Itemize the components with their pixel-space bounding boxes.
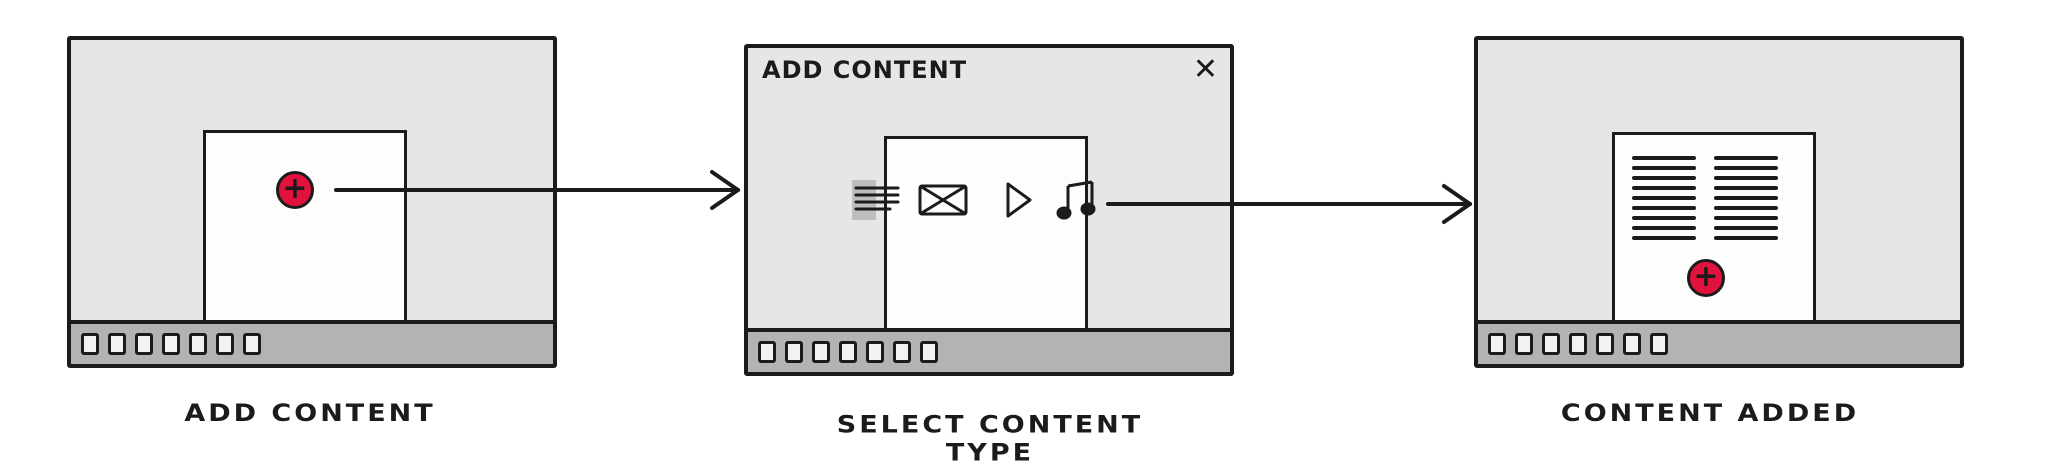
dock-slot[interactable] (866, 341, 884, 363)
dock-slot[interactable] (839, 341, 857, 363)
dock-bar (748, 328, 1230, 372)
close-icon[interactable]: ✕ (1192, 52, 1218, 87)
video-play-icon[interactable] (1006, 182, 1032, 218)
dock-slot[interactable] (758, 341, 776, 363)
screen-select-content-type: ADD CONTENT ✕ (744, 44, 1234, 376)
content-card (884, 136, 1088, 330)
dock-bar (1478, 320, 1960, 364)
dock-slot[interactable] (1488, 333, 1506, 355)
added-text-block (1632, 156, 1696, 240)
plus-circle-icon: + (282, 171, 308, 206)
dock-slot[interactable] (812, 341, 830, 363)
music-note-icon[interactable] (1056, 180, 1096, 220)
dock-slot[interactable] (189, 333, 207, 355)
dock-slot[interactable] (1569, 333, 1587, 355)
dock-slot[interactable] (216, 333, 234, 355)
flow-arrow (334, 170, 740, 210)
dock-slot[interactable] (135, 333, 153, 355)
image-icon[interactable] (918, 184, 968, 216)
dock-slot[interactable] (785, 341, 803, 363)
dock-slot[interactable] (108, 333, 126, 355)
dock-slot[interactable] (893, 341, 911, 363)
content-card: + (203, 130, 407, 328)
diagram-overlay (334, 156, 1778, 240)
added-text-block (1714, 156, 1778, 240)
dock-slot[interactable] (1650, 333, 1668, 355)
dock-slot[interactable] (162, 333, 180, 355)
dock-bar (71, 320, 553, 364)
text-icon[interactable] (852, 180, 900, 220)
dock-slot[interactable] (1515, 333, 1533, 355)
add-content-button[interactable]: + (1687, 259, 1725, 297)
dock-slot[interactable] (1596, 333, 1614, 355)
screen-add-content: + (67, 36, 557, 368)
step-caption-content-added: CONTENT ADDED (1560, 399, 1860, 428)
dock-slot[interactable] (1623, 333, 1641, 355)
dock-slot[interactable] (1542, 333, 1560, 355)
content-card: + (1612, 132, 1816, 328)
screen-content-added: + (1474, 36, 1964, 368)
step-caption-add-content: ADD CONTENT (184, 399, 436, 428)
dock-slot[interactable] (243, 333, 261, 355)
flow-arrow (1106, 184, 1472, 224)
dock-slot[interactable] (920, 341, 938, 363)
dock-slot[interactable] (81, 333, 99, 355)
add-content-button[interactable]: + (276, 171, 314, 209)
dialog-title: ADD CONTENT (762, 56, 968, 84)
plus-circle-icon: + (1693, 259, 1719, 294)
